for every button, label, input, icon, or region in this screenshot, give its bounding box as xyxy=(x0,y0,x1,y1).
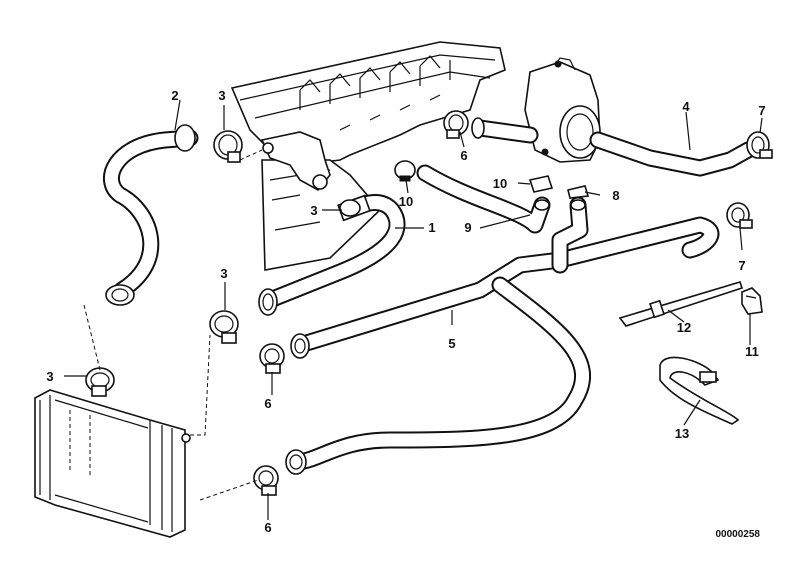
callout-leaders xyxy=(64,99,763,520)
hose-9 xyxy=(416,164,551,234)
radiator xyxy=(34,389,191,538)
hose-5 xyxy=(285,196,720,475)
callout-10-upper: 10 xyxy=(399,194,413,209)
callout-3-radiator: 3 xyxy=(46,369,53,384)
callout-8: 8 xyxy=(612,188,619,203)
callout-5: 5 xyxy=(448,336,455,351)
strap-13 xyxy=(659,356,740,425)
callout-13: 13 xyxy=(675,426,689,441)
hose-clamp-3-center xyxy=(339,199,361,217)
callout-4: 4 xyxy=(682,99,690,114)
callout-3-left: 3 xyxy=(220,266,227,281)
hose-clamp-6-mid xyxy=(259,343,285,374)
assembly-guide-lines xyxy=(83,149,263,501)
callout-6-top: 6 xyxy=(460,148,467,163)
hose-4 xyxy=(471,117,757,177)
hose-2 xyxy=(102,124,199,306)
diagram-reference-number: 00000258 xyxy=(715,529,761,540)
callout-9: 9 xyxy=(464,220,471,235)
clip-11 xyxy=(741,287,763,315)
hose-clamp-3-upper xyxy=(213,130,243,163)
hose-clamp-3-left xyxy=(209,310,239,344)
hose-clamp-7-mid xyxy=(726,202,753,229)
callout-2: 2 xyxy=(171,88,178,103)
callout-6-mid: 6 xyxy=(264,396,271,411)
callout-12: 12 xyxy=(677,320,691,335)
hose-clamp-6-bottom xyxy=(253,465,279,496)
cable-tie-12 xyxy=(618,281,744,327)
callout-7-top: 7 xyxy=(758,103,765,118)
callout-6-bottom: 6 xyxy=(264,520,271,535)
callout-3-center: 3 xyxy=(310,203,317,218)
hose-clamp-7-top xyxy=(746,131,773,159)
callout-10-lower: 10 xyxy=(493,176,507,191)
thermostat-housing xyxy=(260,131,331,192)
hose-clamp-6-top xyxy=(443,110,469,139)
clamp-10-upper xyxy=(394,160,416,182)
hose-clamp-3-radiator xyxy=(85,367,115,397)
callout-1: 1 xyxy=(428,220,435,235)
clamp-10-lower xyxy=(528,175,554,193)
callout-7-mid: 7 xyxy=(738,258,745,273)
throttle-body xyxy=(524,57,601,163)
callout-3-upper: 3 xyxy=(218,88,225,103)
callout-11: 11 xyxy=(745,344,759,359)
clamp-8 xyxy=(567,185,590,199)
